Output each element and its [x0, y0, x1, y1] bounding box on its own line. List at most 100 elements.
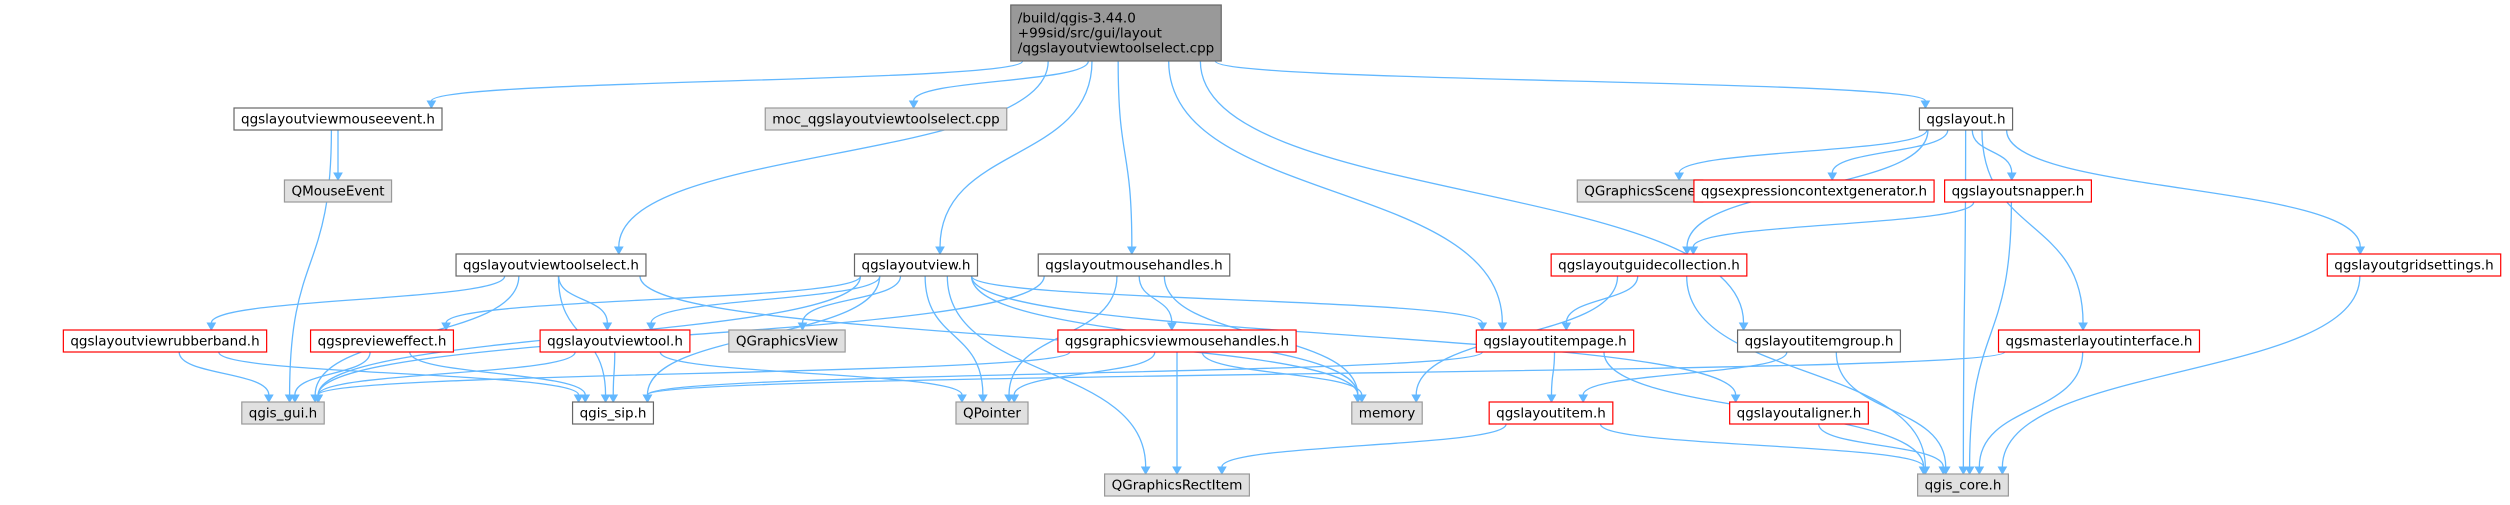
edge-rubberband-to-qgissip	[218, 351, 584, 404]
edge-layoutview-to-viewtool	[646, 275, 881, 332]
node-box[interactable]	[455, 253, 647, 277]
node-previeweffect[interactable]: qgspreviewеffect.h	[309, 329, 455, 353]
edge-qgslayout-to-qgraphicsscene	[1674, 129, 1928, 182]
node-moc[interactable]: moc_qgslayoutviewtoolselect.cpp	[764, 107, 1008, 131]
node-label: qgslayoutmousehandles.h	[1045, 258, 1223, 274]
node-box[interactable]	[764, 107, 1008, 131]
node-box[interactable]	[1488, 401, 1614, 425]
node-box[interactable]	[1736, 329, 1902, 353]
edge-line	[288, 129, 333, 396]
edge-line	[1835, 351, 1947, 468]
node-rubberband[interactable]: qgslayoutviewrubberband.h	[62, 329, 268, 353]
node-box[interactable]	[241, 401, 325, 425]
node-label: /build/qgis-3.44.0	[1018, 11, 1136, 27]
edge-line	[1117, 60, 1133, 248]
node-box[interactable]	[1475, 329, 1635, 353]
node-box[interactable]	[1057, 329, 1297, 353]
node-gvmousehandles[interactable]: qgsgraphicsviewmousehandles.h	[1057, 329, 1297, 353]
node-qgissip[interactable]: qgis_sip.h	[571, 401, 655, 425]
node-memory[interactable]: memory	[1351, 401, 1423, 425]
node-box[interactable]	[1693, 179, 1935, 203]
node-guidecoll[interactable]: qgslayoutguidecollection.h	[1550, 253, 1748, 277]
node-label: +99sid/src/gui/layout	[1018, 26, 1162, 42]
node-qgraphicsrectitem[interactable]: QGraphicsRectItem	[1104, 473, 1250, 497]
edge-line	[1981, 129, 2084, 324]
node-box[interactable]	[1918, 107, 2014, 131]
node-layoutitem[interactable]: qgslayoutitem.h	[1488, 401, 1614, 425]
edge-line	[445, 275, 862, 324]
edge-arrowhead	[1009, 394, 1020, 404]
edge-line	[1599, 423, 1925, 468]
node-box[interactable]	[62, 329, 268, 353]
edge-arrowhead	[580, 394, 591, 404]
edge-masterlayout-to-qgissip	[642, 351, 2006, 404]
node-box[interactable]	[955, 401, 1029, 425]
edge-qgslayout-to-snapper	[1971, 129, 2017, 182]
node-qgslayout[interactable]: qgslayout.h	[1918, 107, 2014, 131]
edge-gvmousehandles-to-memory	[1201, 351, 1367, 404]
node-label: qgsgraphicsviewmousehandles.h	[1065, 334, 1289, 350]
edge-line	[409, 351, 586, 396]
node-viewtool[interactable]: qgslayoutviewtool.h	[539, 329, 691, 353]
node-qgiscore[interactable]: qgis_core.h	[1917, 473, 2009, 497]
node-box[interactable]	[1104, 473, 1250, 497]
node-qgisgui[interactable]: qgis_gui.h	[241, 401, 325, 425]
node-label: qgslayoutitempage.h	[1483, 334, 1626, 350]
node-layoutview[interactable]: qgslayoutview.h	[853, 253, 979, 277]
node-label: qgslayoutitem.h	[1496, 406, 1606, 422]
node-qmouseevent[interactable]: QMouseEvent	[283, 179, 393, 203]
edge-arrowhead	[573, 394, 584, 404]
node-qpointer[interactable]: QPointer	[955, 401, 1029, 425]
node-box[interactable]	[571, 401, 655, 425]
node-qgraphicsview[interactable]: QGraphicsView	[728, 329, 846, 353]
node-toolselecth[interactable]: qgslayoutviewtoolselect.h	[455, 253, 647, 277]
edge-arrowhead	[313, 394, 324, 404]
node-label: QMouseEvent	[291, 184, 384, 200]
node-mousehandles[interactable]: qgslayoutmousehandles.h	[1037, 253, 1231, 277]
node-box[interactable]	[309, 329, 455, 353]
node-qgraphicsscene[interactable]: QGraphicsScene	[1576, 179, 1704, 203]
edge-arrowhead	[1217, 466, 1227, 476]
node-box[interactable]	[1010, 4, 1222, 62]
edge-arrowhead	[1172, 466, 1182, 476]
node-box[interactable]	[1037, 253, 1231, 277]
node-box[interactable]	[1729, 401, 1869, 425]
node-itemgroup[interactable]: qgslayoutitemgroup.h	[1736, 329, 1902, 353]
node-exprgen[interactable]: qgsexpressioncontextgenerator.h	[1693, 179, 1935, 203]
edge-arrowhead	[333, 172, 343, 182]
node-root[interactable]: /build/qgis-3.44.0+99sid/src/gui/layout/…	[1010, 4, 1222, 62]
edge-layoutitem-to-qgraphicsrectitem	[1217, 423, 1507, 476]
node-box[interactable]	[1550, 253, 1748, 277]
edge-arrowhead	[646, 322, 656, 332]
node-box[interactable]	[1944, 179, 2092, 203]
node-box[interactable]	[2326, 253, 2502, 277]
node-snapper[interactable]: qgslayoutsnapper.h	[1944, 179, 2092, 203]
edge-arrowhead	[1561, 322, 1572, 332]
node-itempage[interactable]: qgslayoutitempage.h	[1475, 329, 1635, 353]
edge-arrowhead	[1730, 394, 1741, 404]
edge-line	[639, 275, 1359, 396]
node-box[interactable]	[1351, 401, 1423, 425]
edge-previeweffect-to-qgisgui	[290, 351, 371, 404]
node-box[interactable]	[539, 329, 691, 353]
node-box[interactable]	[853, 253, 979, 277]
edge-arrowhead	[1682, 246, 1692, 256]
node-box[interactable]	[728, 329, 846, 353]
edge-arrowhead	[2355, 246, 2366, 256]
edge-arrowhead	[978, 394, 988, 404]
node-label: qgslayoutviewrubberband.h	[70, 334, 259, 350]
edge-layoutview-to-itempage	[970, 275, 1488, 332]
edge-arrowhead	[908, 100, 919, 110]
node-box[interactable]	[233, 107, 443, 131]
node-mouseevent[interactable]: qgslayoutviewmouseevent.h	[233, 107, 443, 131]
edge-arrowhead	[1497, 322, 1508, 332]
edge-snapper-to-guidecoll	[1688, 201, 1975, 256]
node-box[interactable]	[1997, 329, 2201, 353]
node-box[interactable]	[283, 179, 393, 203]
edge-line	[659, 351, 963, 396]
node-gridsettings[interactable]: qgslayoutgridsettings.h	[2326, 253, 2502, 277]
node-aligner[interactable]: qgslayoutaligner.h	[1729, 401, 1869, 425]
node-box[interactable]	[1917, 473, 2009, 497]
node-masterlayout[interactable]: qgsmasterlayoutinterface.h	[1997, 329, 2201, 353]
edge-line	[1565, 275, 1639, 324]
